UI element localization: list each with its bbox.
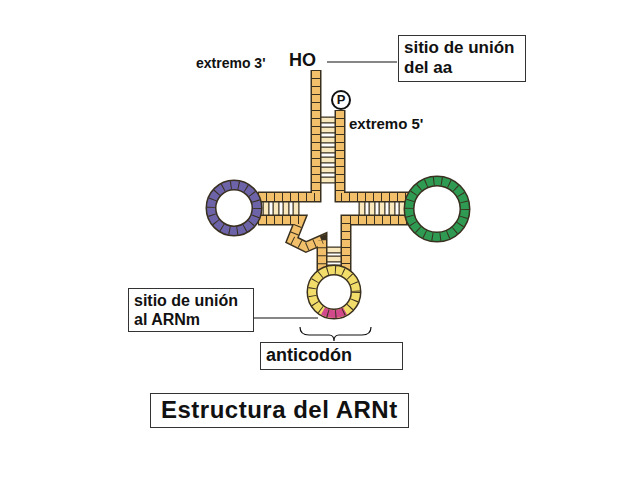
node-text: anticodón — [266, 345, 397, 367]
node-text: P — [333, 92, 349, 108]
caption-text: Estructura del ARNt — [161, 396, 398, 425]
phosphate-circle: P — [331, 90, 351, 110]
node-text: sitio de unión del aa — [404, 38, 520, 79]
leader-lines — [254, 62, 397, 341]
end-label: extremo 3' — [196, 55, 265, 71]
caption-box: Estructura del ARNt — [150, 393, 409, 428]
callout-box: sitio de unión del aa — [398, 35, 526, 82]
callout-box: sitio de unión al ARNm — [128, 288, 254, 332]
strands — [211, 70, 465, 314]
node-text: sitio de unión al ARNm — [134, 291, 248, 329]
hydroxyl-label: HO — [289, 50, 316, 71]
callout-box: anticodón — [260, 342, 403, 370]
end-label: extremo 5' — [349, 115, 423, 132]
